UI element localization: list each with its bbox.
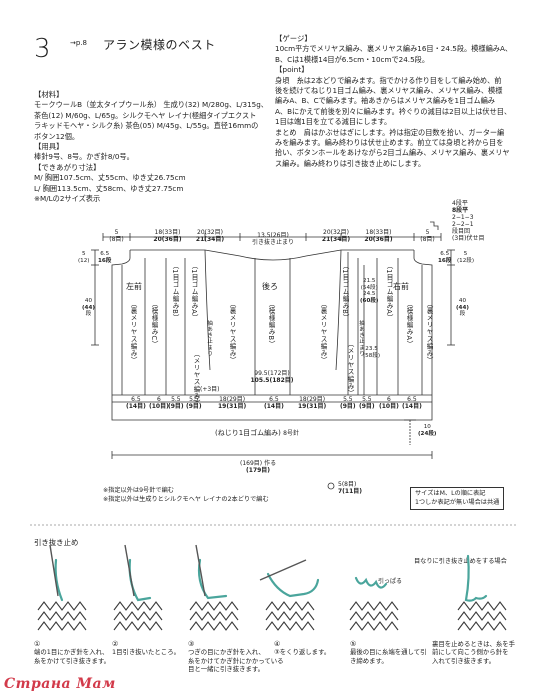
point-line: 編みA、B、Cで編みます。袖あきからはメリヤス編みを1目ゴム編み: [275, 96, 495, 106]
body-width-label: 99.5(172目)105.5(182目): [250, 370, 294, 384]
bottom-dim-label: 5.5(9目): [186, 396, 202, 410]
gauge-heading: 【ゲージ】: [275, 34, 312, 43]
point-line: ス編み。編み終わりは引き抜き止めにします。: [275, 158, 426, 168]
bindoff-step-2: ② 1目引き抜いたところ。: [112, 640, 180, 657]
materials-heading: 【材料】: [34, 90, 64, 99]
finished-line: ※M/Lの2サイズ表示: [34, 194, 101, 204]
finished-line: M/ 胸囲107.5cm、丈55cm、ゆき丈26.75cm: [34, 173, 186, 183]
front-depth-dim: 21.5(54段) 24.5(60段): [360, 278, 379, 304]
bindoff-heading: 引き抜き止め: [34, 538, 79, 547]
bottom-dim-label: 6.5(14目): [264, 396, 284, 410]
back-label: 後ろ: [262, 282, 278, 291]
rev-st-label: （裏メリヤス編み）: [228, 300, 236, 364]
st-st-label: （メリヤス編み）: [192, 350, 200, 407]
bottom-dim-label: 6(10目): [149, 396, 169, 410]
pattern-c-label: （模様編みC）: [150, 300, 158, 348]
note-line: ※指定以外は生成りとシルクモヘヤ レイナの2本どりで編む: [103, 496, 269, 503]
bottom-dim-label: 18(29目)19(31目): [298, 396, 327, 410]
top-dim-label: 20(32目)21(34目): [195, 229, 225, 243]
hem-rib-label: (ねじり1目ゴム編み) 8号針: [215, 429, 299, 437]
bindoff-step-1: ① 端の1目にかぎ針を入れ、糸をかけて引き抜きます。: [34, 640, 111, 665]
bindoff-side-heading: 目なりに引き抜き止めをする場合: [414, 558, 507, 565]
materials-line: ボタン12個。: [34, 131, 80, 141]
bindoff-step-4: ④ ③をくり返します。: [274, 640, 331, 657]
notes: ※指定以外は9号針で編む ※指定以外は生成りとシルクモヘヤ レイナの2本どりで編…: [103, 486, 269, 504]
gauge-point-section: 【ゲージ】 10cm平方でメリヤス編み、裏メリヤス編み16目・24.5段。模様編…: [275, 34, 512, 169]
rev-st-label: （裏メリヤス編み）: [319, 300, 327, 364]
point-line: 拾い、ボタンホールをあけながら2目ゴム編み、メリヤス編み、裏メリヤ: [275, 148, 510, 158]
rib-a-label: （1目ゴム編みA）: [190, 262, 198, 322]
right-side-dim: 5(12段): [457, 251, 475, 264]
rib-a-label: （1目ゴム編みA）: [385, 262, 393, 322]
bindoff-step-3: ③ つぎの目にかぎ針を入れ、糸をかけてかぎ針にかかっている目と一緒に引き抜きます…: [188, 640, 284, 674]
hem-height-dim: 10(24段): [418, 424, 437, 437]
finished-heading: 【できあがり寸法】: [34, 162, 101, 172]
bottom-dim-label: 6.5(14目): [402, 396, 422, 410]
left-side-dim: 5(12): [78, 251, 90, 264]
bottom-dim-label: 6(10目): [379, 396, 399, 410]
cast-on-label: (169目) 作る (179目): [240, 460, 277, 474]
bottom-dim-label: 5.5(9目): [168, 396, 184, 410]
rib-b-label: （1目ゴム編みB）: [171, 262, 179, 322]
left-front-label: 左前: [126, 282, 142, 291]
left-side-dim: 40(44)段: [82, 298, 95, 318]
button-band-label: 5(8目)7(11目): [338, 481, 363, 495]
top-dim-label: 18(33目)20(36目): [364, 229, 393, 243]
top-dim-label: 5(8目): [109, 229, 124, 243]
buttonhole-stop-label: 抽あき止まり: [358, 320, 364, 357]
materials-line: モークウールB（並太タイプウール糸） 生成り(32) M/280g、L/315g…: [34, 100, 268, 110]
point-line: まとめ 肩はかぶせはぎにします。衿は指定の目数を拾い、ガーター編: [275, 127, 505, 137]
page-title: アラン模様のベスト: [103, 38, 216, 52]
top-dim-label: 5(8目): [420, 229, 435, 243]
tools-line: 棒針9号、8号。かぎ針8/0号。: [34, 152, 134, 162]
inner-depth-dim: 23.5(58段): [363, 346, 381, 359]
rev-st-label: （裏メリヤス編み）: [425, 300, 433, 364]
right-side-dim: 40(44)段: [456, 298, 469, 318]
rev-st-label: （裏メリヤス編み）: [129, 300, 137, 364]
point-line: みを編みます。編み終わりは伏せ止めます。前立ては身頃と衿から目を: [275, 138, 504, 148]
rib-b-label: （1目ゴム編みB）: [341, 262, 349, 322]
top-dim-label: 13.5(26目)引き抜き止まり: [251, 232, 294, 246]
point-line: 身頃 糸は2本どりで編みます。指でかける作り目をして編み始め、前: [275, 75, 502, 85]
point-line: 後を続けてねじり1目ゴム編み、裏メリヤス編み、メリヤス編み、模様: [275, 86, 503, 96]
bottom-dim-label: 18(29目)19(31目): [218, 396, 247, 410]
top-dim-label: 18(33目)20(36目): [153, 229, 182, 243]
materials-section: 【材料】 モークウールB（並太タイプウール糸） 生成り(32) M/280g、L…: [34, 90, 268, 204]
shoulder-shaping: 4段平 8段平 2−1−3 2−2−1 段目回 (3目)伏せ目: [452, 200, 485, 242]
note-line: ※指定以外は9号針で編む: [103, 487, 174, 494]
site-watermark: Страна Мам: [4, 676, 116, 692]
point-heading: 【point】: [275, 65, 309, 75]
point-line: A、Bにかえて前後を別々に編みます。衿ぐりの減目は2目以上は伏せ目、: [275, 106, 512, 116]
tools-heading: 【用具】: [34, 142, 64, 152]
buttonhole-stop-label: 抽あき止まり: [206, 320, 212, 357]
bottom-dim-label: 5.5(9目): [340, 396, 356, 410]
pattern-number: 3: [34, 34, 51, 64]
right-front-label: 右前: [393, 282, 409, 291]
finished-line: L/ 胸囲113.5cm、丈58cm、ゆき丈27.75cm: [34, 183, 184, 193]
materials-line: 茶色(12) M/60g、L/65g。シルクモヘヤ レイナ(極細タイプエクスト: [34, 110, 257, 120]
page-reference: →p.8: [70, 39, 87, 47]
bindoff-step-5: ⑤ 最後の目に糸端を通して引き締めます。: [350, 640, 427, 665]
gauge-line: B、Cは1模様14目が6.5cm・10cmで24.5段。: [275, 54, 430, 64]
bottom-dim-label: 5.5(9目): [359, 396, 375, 410]
pattern-b-label: （模様編みB）: [267, 300, 275, 348]
gauge-line: 10cm平方でメリヤス編み、裏メリヤス編み16目・24.5段。模様編みA、: [275, 44, 513, 54]
pattern-a-label: （模様編みA）: [405, 300, 413, 348]
bottom-dim-label: 6.5(14目): [126, 396, 146, 410]
bindoff-purl-note: 裏目を止めるときは、糸を手前にして向こう側から針を入れて引き抜きます。: [432, 640, 516, 665]
materials-line: ラキッドモヘヤ・シルク糸) 茶色(05) M/45g、L/55g。直径16mmの: [34, 121, 259, 131]
pull-label: 引っぱる: [378, 578, 403, 585]
st-st-label: （メリヤス編み）: [346, 340, 354, 397]
plus-stitches-label: (+3目): [200, 386, 220, 393]
point-line: 1目は端1目を立てる減目にします。: [275, 117, 392, 127]
top-dim-label: 20(32目)21(34目): [321, 229, 351, 243]
